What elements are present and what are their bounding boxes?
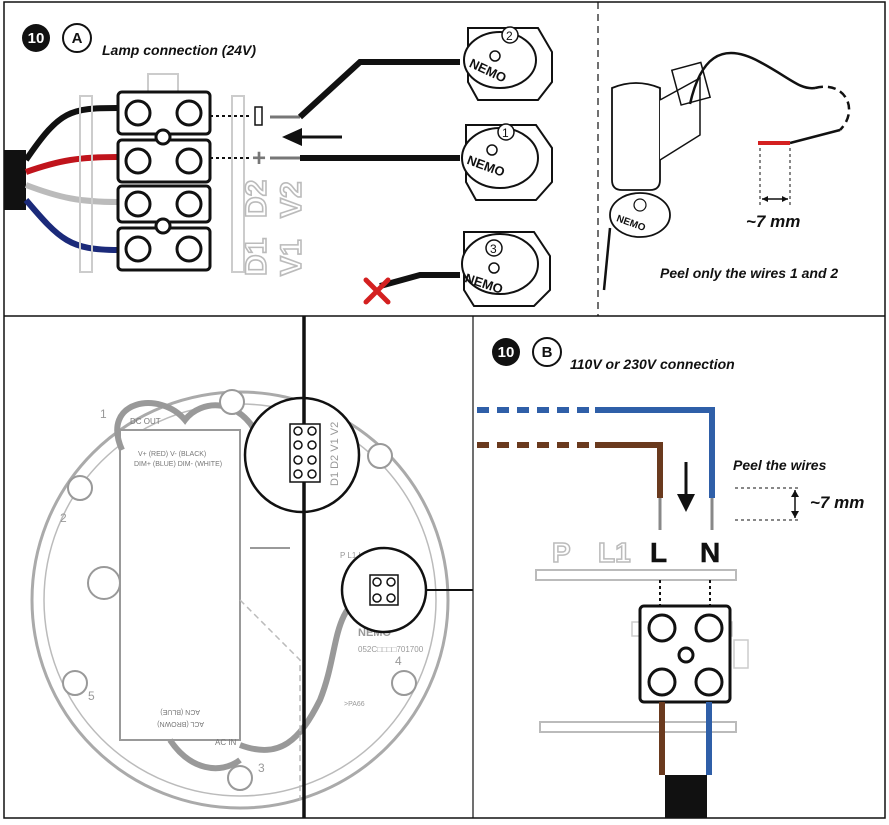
block-side-tab: [733, 639, 749, 669]
screw-icon: [489, 50, 501, 62]
panel-a-diagram: D1 D2 V1 V2 + 2 NEMO: [4, 26, 553, 307]
panel-a-title: Lamp connection (24V): [102, 42, 257, 58]
rail-left: [79, 95, 93, 273]
step-number-badge-a: 10: [22, 24, 50, 52]
base-rating: >PA66: [344, 701, 365, 708]
fixture-bracket: [659, 76, 701, 161]
connector-number-badge: [485, 239, 503, 257]
measure-arrowhead-bottom: [791, 511, 799, 518]
screw-number: 1: [100, 407, 107, 421]
measure-arrowhead-right: [782, 196, 788, 202]
screw-posts: [62, 389, 417, 791]
step-letter-a: A: [62, 23, 92, 53]
ac-cable: [238, 587, 372, 753]
mains-cable-sheath: [665, 775, 707, 818]
fixture-screw-icon: [633, 198, 647, 212]
panel-b-measure-label: ~7 mm: [810, 493, 865, 512]
wire-red: [25, 154, 119, 175]
terminal-label-l: L: [650, 537, 667, 568]
connector-cap-3: 3 NEMO: [461, 231, 551, 307]
dc-cable: [114, 400, 290, 452]
wire-black: [23, 105, 119, 162]
zoom-terminal-labels: D1 D2 V1 V2: [329, 422, 341, 486]
connector-number-badge: [501, 26, 519, 44]
fixture-connector: [609, 192, 671, 238]
panel-b-title: 110V or 230V connection: [570, 356, 735, 372]
connector-number: 1: [502, 126, 509, 140]
wire-blue: [23, 198, 119, 253]
terminal-label-d2: D2: [240, 180, 273, 218]
fixture-wire-dashed: [814, 85, 851, 131]
wire-blue: [595, 407, 715, 498]
plus-symbol: +: [252, 145, 266, 172]
terminal-label-p: P: [552, 537, 571, 568]
panel-base-diagram: DC OUT V+ (RED) V- (BLACK) DIM+ (BLUE) D…: [30, 316, 473, 818]
outer-frame: [3, 1, 886, 819]
terminal-block-a: [116, 90, 212, 272]
wire-white: [24, 182, 119, 205]
screw-number: 5: [88, 689, 95, 703]
measure-arrowhead-left: [762, 196, 768, 202]
terminal-label-n: N: [700, 537, 720, 568]
dc-out-label: DC OUT: [130, 417, 161, 426]
cable-connector-2: [297, 59, 460, 120]
screw-number: 4: [395, 654, 402, 668]
terminal-block-b: [638, 604, 732, 704]
fixture-wire-down: [602, 227, 612, 291]
connector-cap-2: 2 NEMO: [463, 26, 553, 101]
panel-peel-diagram: NEMO: [602, 51, 851, 291]
screw-icon: [486, 144, 498, 156]
terminal-label-v1: V1: [275, 239, 308, 276]
screw-icon: [488, 262, 500, 274]
connector-number: 3: [490, 242, 497, 256]
connector-number-badge: [497, 123, 515, 141]
measure-arrowhead-top: [791, 490, 799, 497]
panel-b-diagram: P L1 L N: [477, 407, 800, 818]
driver-bottom-label-1: ACN (BLUE): [160, 708, 200, 715]
cable-connector-3: [379, 272, 460, 289]
ac-in-label: AC IN: [215, 738, 237, 747]
terminal-label-d1: D1: [240, 238, 273, 276]
screw-number: 2: [60, 511, 67, 525]
down-arrow-icon: [677, 494, 695, 512]
terminal-label-v2: V2: [275, 181, 308, 218]
rail-right: [231, 95, 245, 273]
driver-label-1: V+ (RED) V- (BLACK): [138, 451, 206, 458]
driver-bottom-label-2: ACL (BROWN): [157, 720, 204, 727]
fixture-body: [611, 82, 661, 191]
base-terminal-labels: P L1 L N: [340, 551, 371, 560]
step-letter-b: B: [532, 337, 562, 367]
peel-wires-label: Peel the wires: [733, 457, 827, 473]
step-number-badge-b: 10: [492, 338, 520, 366]
wire-brown: [595, 442, 663, 498]
base-dashed-guide: [239, 599, 301, 800]
cross-icon: [363, 277, 391, 305]
zoom-terminal-block-ac: [369, 574, 399, 606]
fixture-wire-top: [688, 51, 816, 105]
peel-instruction: Peel only the wires 1 and 2: [660, 265, 839, 281]
ac-cable-loop: [167, 738, 242, 772]
minus-symbol: [254, 106, 263, 126]
driver-box: [119, 429, 241, 741]
terminal-label-l1: L1: [598, 537, 631, 568]
insert-arrow-icon: [282, 128, 302, 146]
cable-sheath: [4, 150, 26, 210]
fixture-wire-end: [789, 128, 841, 145]
zoom-terminal-block-dc: [289, 423, 321, 483]
fixture-clip: [670, 61, 712, 106]
terminal-labels-b: P L1 L N: [551, 536, 720, 569]
rail-top: [535, 569, 737, 581]
screw-number: 3: [258, 761, 265, 775]
connector-number: 2: [506, 29, 513, 43]
rail-bottom: [539, 721, 737, 733]
terminal-labels-a: D1 D2 V1 V2: [239, 179, 309, 277]
driver-label-2: DIM+ (BLUE) DIM- (WHITE): [134, 461, 222, 468]
peel-measure-label: ~7 mm: [746, 212, 801, 231]
connector-cap-1: 1 NEMO: [461, 123, 553, 201]
base-serial: 052C□□□□701700: [358, 645, 424, 654]
